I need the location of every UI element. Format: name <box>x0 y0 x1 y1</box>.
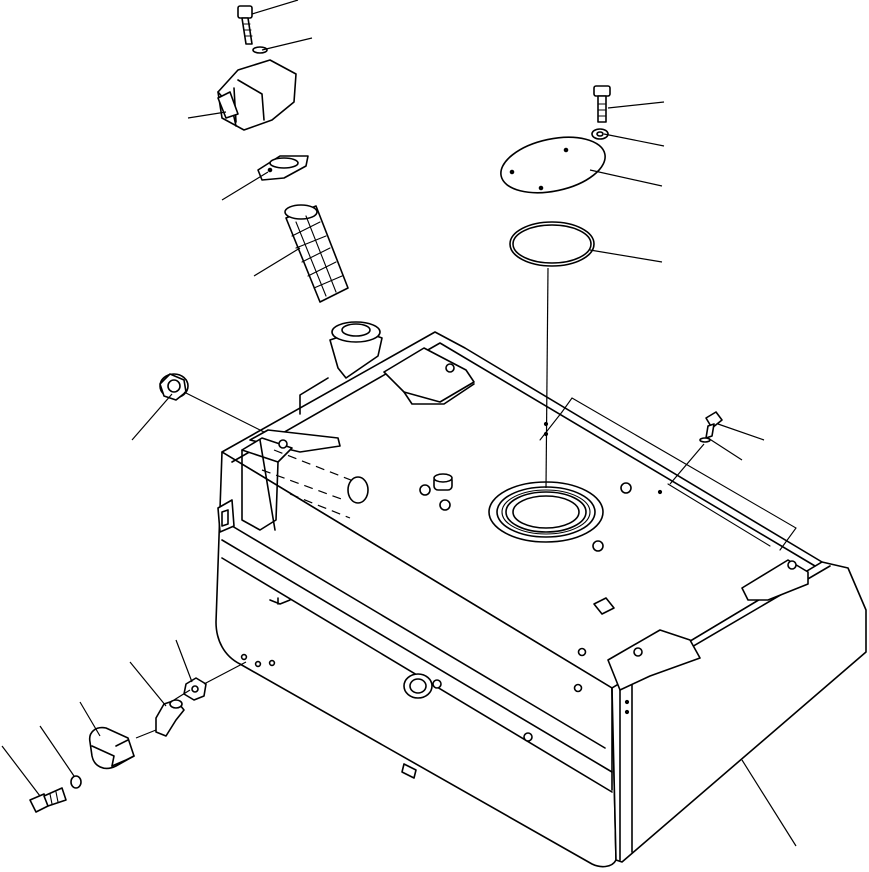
strainer <box>284 204 349 303</box>
washer-right <box>591 128 609 140</box>
clamp-washer <box>70 775 82 789</box>
hose-clamp <box>88 726 135 770</box>
fuel-tank <box>215 331 867 868</box>
plug-centerline <box>183 391 265 433</box>
elbow-connector <box>155 699 185 737</box>
cap-gasket <box>257 155 309 181</box>
filler-neck <box>329 321 383 379</box>
clamp-bolt <box>29 787 67 813</box>
filler-cap <box>217 59 297 131</box>
packing-ring <box>509 221 595 267</box>
cap-bolt <box>237 5 253 45</box>
leader-lines <box>1 0 797 847</box>
packing-centerline <box>545 267 549 489</box>
heat-shield-outline <box>561 397 797 551</box>
cap-washer <box>252 46 268 54</box>
breather-plug <box>159 373 189 401</box>
gauge-cover <box>500 136 606 194</box>
fitting-centerline <box>669 443 705 485</box>
elbow-fitting <box>705 411 723 439</box>
banjo-fitting <box>183 677 207 701</box>
bolt-right <box>593 85 611 123</box>
drain-hose-centerline <box>135 661 247 739</box>
